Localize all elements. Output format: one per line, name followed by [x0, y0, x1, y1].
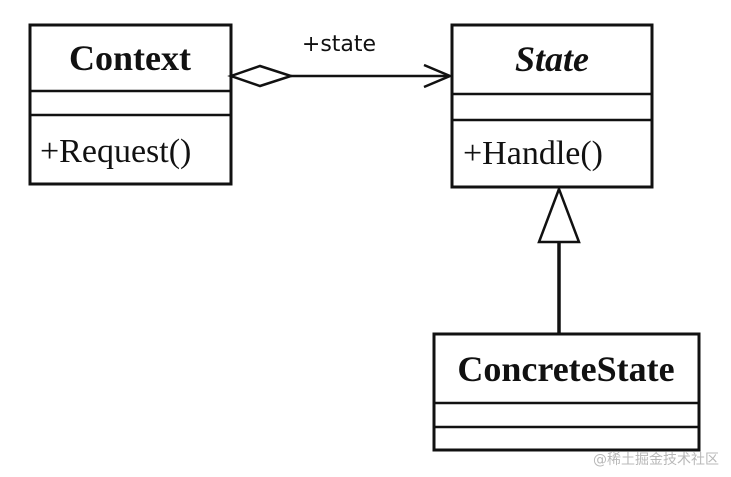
aggregation-relation: +state — [227, 32, 454, 89]
context-operation-request: +Request() — [40, 133, 191, 170]
context-class: Context +Request() — [28, 23, 233, 186]
state-class-box — [450, 23, 654, 189]
concrete-state-class: ConcreteState — [432, 332, 701, 452]
state-operation-handle: +Handle() — [463, 135, 603, 172]
context-class-name: Context — [69, 38, 191, 78]
concrete-state-class-name: ConcreteState — [457, 349, 674, 389]
concrete-state-class-box — [432, 332, 701, 452]
aggregation-role-label: +state — [302, 32, 376, 57]
context-class-box — [28, 23, 233, 186]
aggregation-open-arrow-icon — [423, 63, 454, 89]
aggregation-diamond-icon — [227, 64, 296, 88]
state-class-name: State — [515, 39, 589, 79]
watermark: @稀土掘金技术社区 — [593, 452, 719, 468]
state-class: State +Handle() — [450, 23, 654, 189]
generalization-relation — [537, 185, 581, 334]
generalization-triangle-icon — [537, 185, 581, 244]
